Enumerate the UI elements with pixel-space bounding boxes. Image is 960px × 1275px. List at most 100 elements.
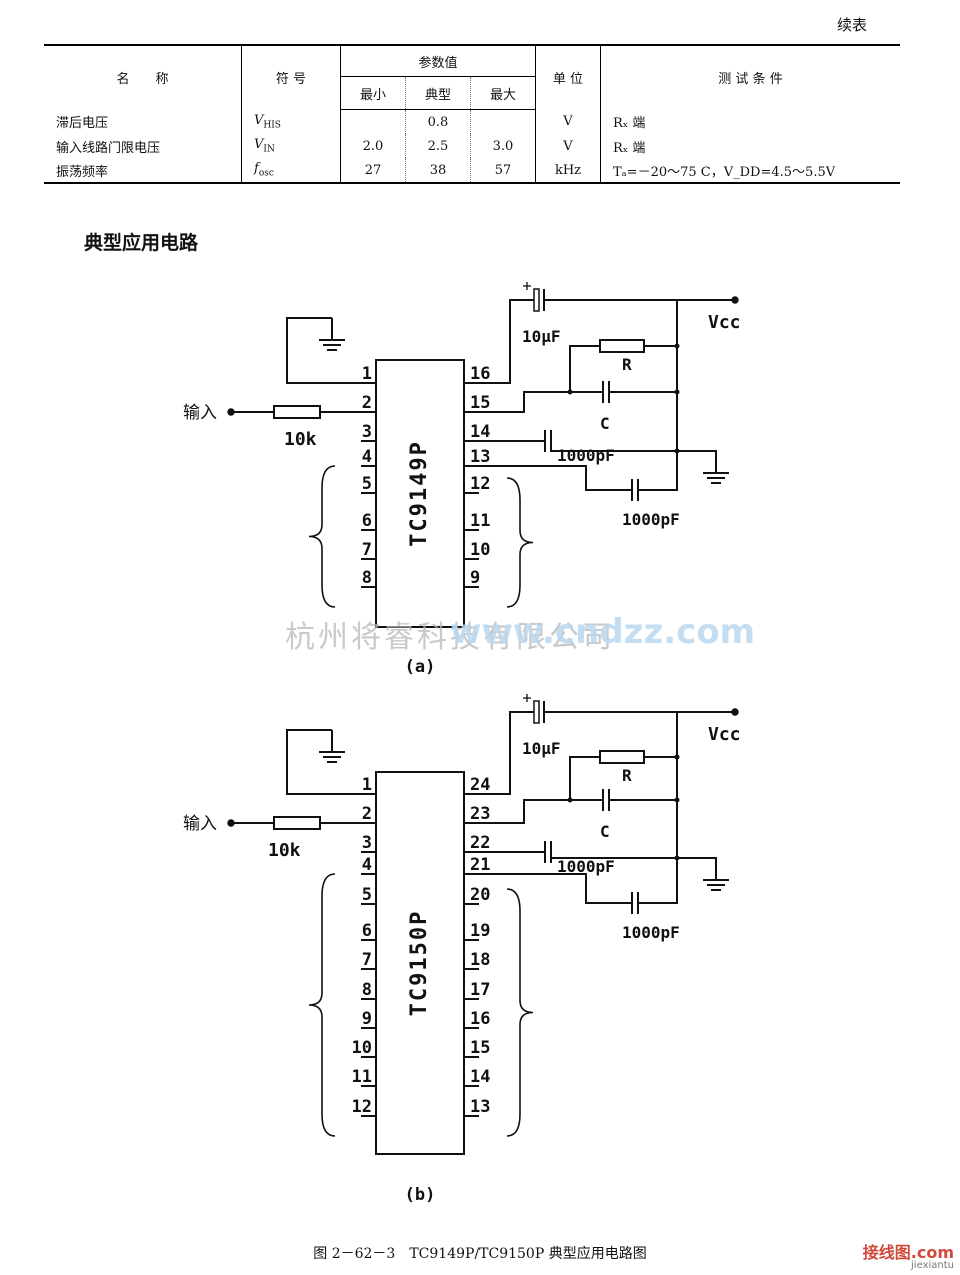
watermark-url: www.cndzz.com [450,612,756,652]
pin-group-brace [506,477,534,608]
header-typ: 典型 [405,76,471,110]
header-symbol: 符 号 [241,44,341,110]
junction [674,797,680,803]
cell-max [470,109,536,134]
electrolytic-cap-plate [533,700,540,724]
site-logo: 接线图.com jiexiantu [863,1245,954,1271]
pin-number-right: 22 [470,833,490,853]
wire-pin-to-rc [479,799,570,824]
polarity-plus-icon [523,282,531,290]
vcc-terminal [731,296,739,304]
pin-group-brace [506,888,534,1137]
pin-number-right: 14 [470,1067,490,1087]
cell-unit: V [535,109,601,134]
resistor-value-label: 10k [268,840,301,861]
resistor-value-label: 10k [284,429,317,450]
pin-number-left: 6 [362,921,372,941]
chip-label: TC9149P [407,440,432,547]
pin-number-left: 5 [362,885,372,905]
cell-max: 57 [470,158,536,184]
ground-wire [286,317,361,384]
cell-max: 3.0 [470,134,536,158]
junction [674,343,680,349]
pin-number-left: 3 [362,422,372,442]
pin-number-right: 21 [470,855,490,875]
pin-number-right: 15 [470,1038,490,1058]
pin-number-right: 15 [470,393,490,413]
symbol-main: V [254,112,264,128]
pin-number-right: 9 [470,568,480,588]
pin-number-left: 10 [352,1038,372,1058]
wire-r [569,756,600,800]
header-min: 最小 [340,76,406,110]
cap-1000pf-label-2: 1000pF [622,510,680,529]
wire-pin-cap [638,858,678,904]
wire-pin-cap [479,873,632,904]
symbol-main: V [254,137,264,153]
chip-label: TC9150P [407,910,432,1017]
logo-text: 接线图.com [862,1243,954,1262]
pin-group-brace [308,873,336,1137]
vcc-label: Vcc [708,312,741,333]
watermark-text: 杭州将睿科技有限公司 [285,620,615,655]
pin-number-right: 23 [470,804,490,824]
pin-number-right: 20 [470,885,490,905]
symbol-sub: HIS [263,120,281,131]
pin-number-right: 18 [470,950,490,970]
cell-cond: Rₓ 端 [600,109,900,134]
pin-number-right: 16 [470,1009,490,1029]
pin-group-brace [308,465,336,608]
pin-number-left: 6 [362,511,372,531]
ic-body [375,771,465,1155]
pin-number-right: 19 [470,921,490,941]
pin-number-left: 8 [362,568,372,588]
pin-number-left: 5 [362,474,372,494]
wire-pin-to-rc [479,391,570,413]
pin-number-right: 11 [470,511,490,531]
junction [567,797,573,803]
cell-unit: kHz [535,158,601,184]
logo-sub: jiexiantu [911,1260,954,1271]
header-max: 最大 [470,76,536,110]
pin-number-left: 12 [352,1097,372,1117]
cap-1000pf-label-1: 1000pF [557,446,615,465]
c-label: C [600,822,610,841]
cap-1000pf-label-1: 1000pF [557,857,615,876]
cap-10uf-label: 10μF [522,739,561,758]
cap-10uf-label: 10μF [522,327,561,346]
cell-cond: Tₐ=－20～75 C，V_DD=4.5～5.5V [600,158,900,184]
r-label: R [622,355,632,374]
pin-number-right: 17 [470,980,490,1000]
r-label: R [622,766,632,785]
sub-caption: (b) [405,1185,436,1205]
wire-pin-cap [638,451,678,491]
wire-r [569,345,600,392]
vcc-terminal [731,708,739,716]
electrolytic-cap-plate [533,288,540,312]
pin-number-left: 1 [362,775,372,795]
cap-1000pf-label-2: 1000pF [622,923,680,942]
cell-min: 27 [340,158,406,184]
pin-number-left: 7 [362,540,372,560]
header-name: 名 称 [44,44,242,110]
resistor-r [599,339,645,353]
cell-typ: 0.8 [405,109,471,134]
junction [674,754,680,760]
header-param-group: 参数值 [340,44,536,77]
input-label: 输入 [183,814,217,834]
pin-number-left: 9 [362,1009,372,1029]
pin-number-right: 13 [470,1097,490,1117]
pin-number-right: 13 [470,447,490,467]
section-title: 典型应用电路 [84,232,199,254]
ground-wire [286,729,361,795]
input-resistor [273,816,321,830]
figure-caption: 图 2－62－3 TC9149P/TC9150P 典型应用电路图 [313,1246,647,1262]
pin-number-left: 11 [352,1067,372,1087]
pin-number-left: 2 [362,393,372,413]
header-conditions: 测 试 条 件 [600,44,900,110]
